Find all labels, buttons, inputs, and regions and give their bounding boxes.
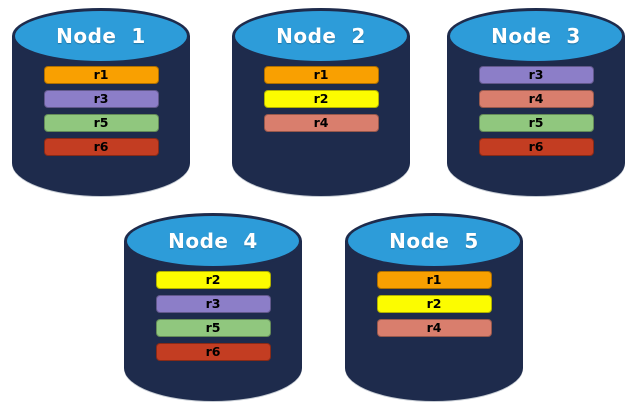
database-node-2: Node 2 r1 r2 r4 bbox=[232, 8, 410, 196]
node-label: Node 3 bbox=[491, 24, 581, 48]
record-list: r1 r2 r4 bbox=[345, 271, 523, 337]
database-node-1: Node 1 r1 r3 r5 r6 bbox=[12, 8, 190, 196]
record-bar-r1: r1 bbox=[43, 66, 159, 84]
record-bar-r6: r6 bbox=[155, 343, 271, 361]
record-bar-r3: r3 bbox=[155, 295, 271, 313]
record-bar-r1: r1 bbox=[263, 66, 379, 84]
record-bar-r4: r4 bbox=[478, 90, 594, 108]
cylinder-top-ellipse: Node 5 bbox=[345, 213, 523, 269]
record-bar-r6: r6 bbox=[43, 138, 159, 156]
database-node-4: Node 4 r2 r3 r5 r6 bbox=[124, 213, 302, 401]
record-bar-r6: r6 bbox=[478, 138, 594, 156]
database-node-5: Node 5 r1 r2 r4 bbox=[345, 213, 523, 401]
cylinder-top-ellipse: Node 2 bbox=[232, 8, 410, 64]
record-list: r1 r2 r4 bbox=[232, 66, 410, 132]
node-label: Node 1 bbox=[56, 24, 146, 48]
node-label: Node 4 bbox=[168, 229, 258, 253]
record-list: r3 r4 r5 r6 bbox=[447, 66, 625, 156]
cylinder-top-ellipse: Node 4 bbox=[124, 213, 302, 269]
record-bar-r4: r4 bbox=[263, 114, 379, 132]
cylinder-top-ellipse: Node 1 bbox=[12, 8, 190, 64]
node-label: Node 5 bbox=[389, 229, 479, 253]
record-bar-r2: r2 bbox=[155, 271, 271, 289]
record-bar-r2: r2 bbox=[263, 90, 379, 108]
record-bar-r1: r1 bbox=[376, 271, 492, 289]
record-bar-r5: r5 bbox=[478, 114, 594, 132]
record-bar-r5: r5 bbox=[155, 319, 271, 337]
record-list: r1 r3 r5 r6 bbox=[12, 66, 190, 156]
record-list: r2 r3 r5 r6 bbox=[124, 271, 302, 361]
database-node-3: Node 3 r3 r4 r5 r6 bbox=[447, 8, 625, 196]
cylinder-top-ellipse: Node 3 bbox=[447, 8, 625, 64]
node-label: Node 2 bbox=[276, 24, 366, 48]
record-bar-r4: r4 bbox=[376, 319, 492, 337]
record-bar-r2: r2 bbox=[376, 295, 492, 313]
record-bar-r3: r3 bbox=[478, 66, 594, 84]
record-bar-r3: r3 bbox=[43, 90, 159, 108]
record-bar-r5: r5 bbox=[43, 114, 159, 132]
